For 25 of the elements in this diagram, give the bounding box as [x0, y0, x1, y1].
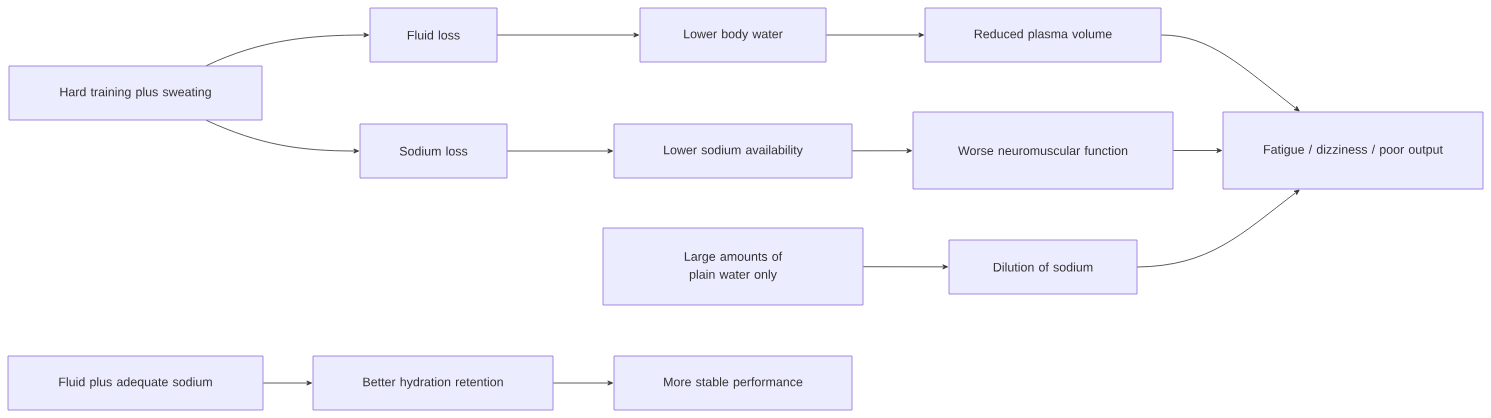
process-box: Fatigue / dizziness / poor output: [1222, 111, 1484, 190]
arrow: [852, 148, 912, 154]
arrow: [263, 380, 312, 386]
arrow: [826, 32, 924, 38]
process-box: Lower sodium availability: [613, 123, 853, 179]
process-box: Large amounts of plain water only: [602, 227, 864, 306]
process-box: Hard training plus sweating: [8, 65, 263, 121]
process-box: Fluid plus adequate sodium: [7, 355, 264, 411]
arrow: [507, 148, 613, 154]
arrow: [206, 32, 369, 66]
process-box: Sodium loss: [359, 123, 508, 179]
arrow: [863, 264, 948, 270]
arrow: [497, 32, 639, 38]
arrow: [1173, 148, 1222, 153]
process-box: Lower body water: [639, 7, 827, 63]
process-box: Reduced plasma volume: [924, 7, 1162, 63]
arrow: [1137, 189, 1300, 268]
process-box: Worse neuromuscular function: [912, 111, 1174, 190]
process-box: Fluid loss: [369, 7, 498, 63]
arrow: [553, 380, 613, 386]
arrow: [1161, 34, 1300, 112]
arrow: [206, 120, 359, 154]
process-box: Better hydration retention: [312, 355, 554, 411]
process-box: More stable performance: [613, 355, 853, 411]
process-box: Dilution of sodium: [948, 239, 1138, 295]
